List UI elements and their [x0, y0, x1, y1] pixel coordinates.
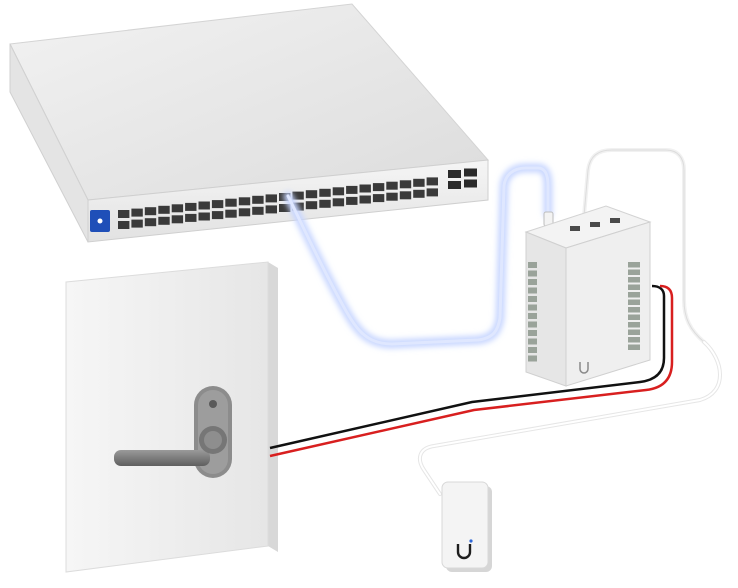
hub-port-2: [590, 222, 600, 227]
hub-terminal-pin: [628, 337, 640, 343]
hub-terminal-pin: [528, 287, 537, 294]
hub-port-1: [570, 226, 580, 231]
switch-port: [346, 196, 358, 205]
switch-port: [359, 195, 371, 204]
hub-terminal-pin: [628, 344, 640, 350]
hub-top-cable-outline: [583, 149, 705, 343]
hub-terminal-pin: [528, 296, 537, 302]
switch-port: [144, 218, 157, 227]
hub-terminal-pin: [528, 313, 537, 319]
switch-sfp-port: [448, 181, 461, 189]
lever-handle: [114, 450, 210, 466]
switch-port: [171, 204, 184, 213]
access-reader: [441, 481, 492, 572]
switch-port: [332, 198, 345, 207]
switch-port: [292, 191, 304, 200]
switch-sfp-port: [464, 179, 477, 188]
hub-terminal-pin: [628, 329, 640, 335]
power-black-wire: [269, 284, 666, 450]
switch-port: [399, 191, 412, 200]
ethernet-cable-line: [286, 166, 550, 346]
hub-terminal-pin: [528, 262, 537, 268]
network-switch: [9, 3, 490, 243]
reader-logo-icon: [456, 544, 472, 560]
switch-sfp-port: [464, 168, 477, 177]
hub-terminal-block-left: [528, 262, 537, 362]
switch-port: [171, 215, 184, 224]
switch-port: [372, 194, 385, 203]
hub-terminal-pin: [628, 299, 640, 305]
switch-port: [118, 210, 130, 218]
switch-port: [158, 216, 170, 225]
hub-terminal-pin: [628, 262, 640, 268]
switch-port: [144, 207, 157, 216]
switch-port: [158, 205, 170, 214]
switch-port: [238, 197, 251, 206]
switch-port: [386, 192, 398, 201]
reader-body: [441, 481, 489, 569]
switch-port: [185, 202, 197, 211]
switch-display-led: [97, 218, 103, 224]
switch-port: [426, 177, 438, 186]
switch-port: [413, 178, 425, 187]
hub-terminal-block-right: [628, 262, 640, 350]
switch-port: [211, 200, 224, 209]
hub-terminal-pin: [628, 284, 640, 290]
switch-port: [332, 187, 345, 196]
hub-terminal-pin: [528, 338, 537, 345]
hub-terminal-pin: [528, 355, 537, 362]
switch-port: [305, 190, 318, 199]
switch-port: [225, 198, 237, 207]
switch-port: [131, 208, 143, 217]
switch-port: [252, 206, 264, 215]
hub-terminal-pin: [628, 292, 640, 298]
switch-port: [426, 188, 438, 197]
hub-port-3: [610, 218, 620, 223]
hub-terminal-pin: [528, 304, 537, 311]
door-edge: [268, 262, 278, 552]
switch-port: [305, 201, 318, 210]
hub-terminal-pin: [528, 347, 537, 353]
switch-port: [118, 221, 130, 229]
switch-port: [265, 205, 277, 214]
switch-port: [399, 180, 412, 189]
switch-port: [198, 201, 210, 210]
switch-port: [386, 181, 398, 190]
switch-port: [131, 219, 143, 228]
switch-port: [211, 211, 224, 220]
switch-port: [346, 185, 358, 194]
door-panel: [65, 261, 269, 573]
hub-terminal-pin: [528, 270, 537, 277]
hub-terminal-pin: [528, 321, 537, 328]
hub-terminal-pin: [628, 277, 640, 283]
switch-port: [372, 183, 385, 192]
switch-port: [225, 209, 237, 218]
hub-terminal-pin: [628, 322, 640, 328]
lock-cylinder: [209, 400, 217, 408]
switch-port: [279, 204, 291, 212]
switch-port: [413, 189, 425, 198]
hub-logo-icon: [579, 362, 589, 374]
access-hub: [524, 205, 652, 387]
hub-terminal-pin: [628, 314, 640, 320]
hub-terminal-pin: [628, 307, 640, 313]
hub-terminal-pin: [628, 269, 640, 275]
switch-sfp-port: [448, 170, 461, 178]
switch-port: [319, 199, 331, 208]
reader-logo-dot: [469, 539, 473, 543]
switch-port: [319, 188, 331, 197]
power-red-wire: [269, 284, 674, 458]
switch-port: [238, 208, 251, 217]
lever-rose-inner: [204, 431, 222, 449]
switch-port: [252, 195, 264, 204]
door-with-lock: [65, 261, 278, 573]
switch-port: [198, 212, 210, 221]
switch-port: [359, 184, 371, 193]
switch-port: [265, 194, 277, 203]
reader-white-cable-inner: [418, 341, 721, 495]
switch-port: [185, 213, 197, 222]
hub-terminal-pin: [528, 279, 537, 285]
hub-terminal-pin: [528, 330, 537, 336]
